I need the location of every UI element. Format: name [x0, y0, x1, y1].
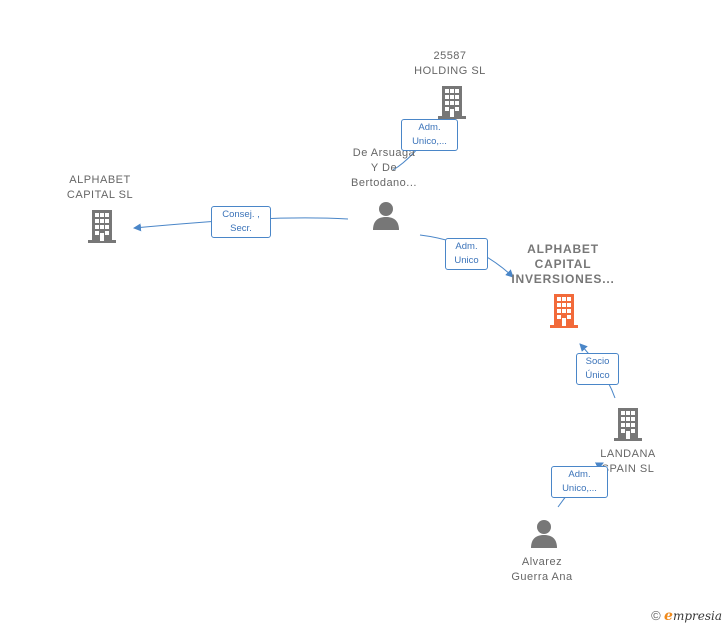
brand-name: mpresia — [672, 609, 722, 623]
node-label-alvarez[interactable]: Alvarez Guerra Ana — [511, 556, 573, 583]
node-label-25587-holding[interactable]: 25587 HOLDING SL — [414, 50, 486, 77]
building-icon[interactable] — [435, 85, 469, 119]
node-label-alphabet-inversiones[interactable]: ALPHABET CAPITAL INVERSIONES... — [511, 242, 615, 286]
edge-label-adm-unico[interactable]: Adm. Unico — [445, 238, 488, 270]
building-icon[interactable] — [611, 407, 645, 441]
edge-label-adm-unico[interactable]: Adm. Unico,... — [551, 466, 608, 498]
brand-logo[interactable]: © empresia — [651, 608, 722, 624]
node-label-landana[interactable]: LANDANA SPAIN SL — [600, 448, 656, 475]
edge-label-text: Adm. Unico,... — [412, 122, 447, 147]
edge-label-consej-secr[interactable]: Consej. , Secr. — [211, 206, 271, 238]
building-icon[interactable] — [85, 209, 119, 243]
edge-label-text: Socio Único — [585, 356, 610, 381]
edge-label-text: Adm. Unico,... — [562, 469, 597, 494]
edge-label-text: Adm. Unico — [454, 241, 479, 266]
node-label-de-arsuaga[interactable]: De Arsuaga Y De Bertodano... — [351, 147, 417, 189]
brand-first-letter: e — [664, 608, 673, 624]
edge-label-adm-unico[interactable]: Adm. Unico,... — [401, 119, 458, 151]
copyright-symbol: © — [651, 608, 661, 623]
person-icon[interactable] — [371, 200, 401, 230]
node-label-alphabet-capital[interactable]: ALPHABET CAPITAL SL — [66, 174, 134, 201]
edge-label-socio-unico[interactable]: Socio Único — [576, 353, 619, 385]
edge-label-text: Consej. , Secr. — [222, 209, 260, 234]
person-icon[interactable] — [529, 518, 559, 548]
building-icon[interactable] — [547, 293, 581, 329]
